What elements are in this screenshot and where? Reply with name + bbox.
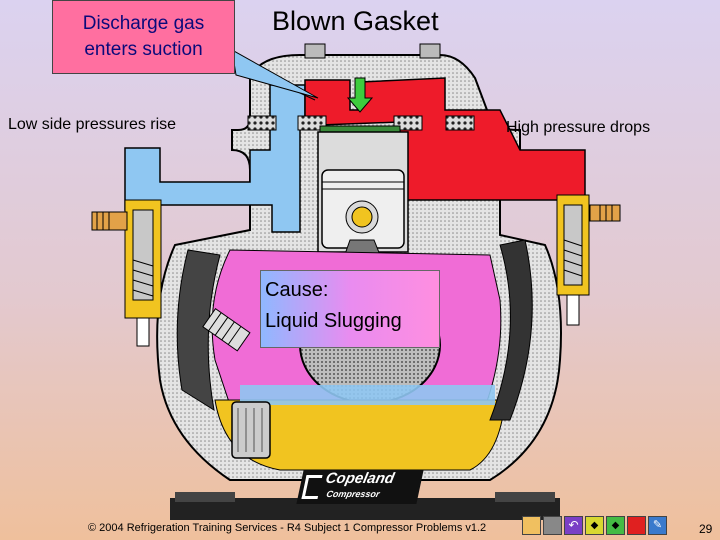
end-icon[interactable]: [627, 516, 646, 535]
exit-icon[interactable]: ✎: [648, 516, 667, 535]
gasket-arrow: [346, 77, 374, 113]
bolt: [419, 43, 441, 59]
home-icon[interactable]: [522, 516, 541, 535]
gasket-left: [247, 115, 277, 131]
callout-line-1: Discharge gas: [82, 13, 205, 34]
gasket-farright: [445, 115, 475, 131]
right-end-bell: [489, 239, 533, 421]
label-high-pressure: High pressure drops: [506, 119, 651, 136]
footer-text: © 2004 Refrigeration Training Services -…: [88, 522, 487, 534]
discharge-passage: [304, 77, 586, 201]
label-low-side: Low side pressures rise: [8, 116, 177, 133]
return-icon[interactable]: ↶: [564, 516, 583, 535]
valve-plate: [319, 125, 401, 133]
oil-sight-glass: [231, 401, 271, 459]
refrigerant-layer: [240, 385, 495, 405]
cause-box: Cause: Liquid Slugging: [260, 270, 440, 348]
discharge-callout: Discharge gas enters suction: [52, 0, 235, 74]
page-number: 29: [699, 522, 713, 536]
bolt: [304, 43, 326, 59]
nav-bar: ↶ ◆ ◆ ✎: [522, 516, 667, 535]
gasket-right: [393, 115, 423, 131]
cause-line-2: Liquid Slugging: [265, 310, 402, 332]
next-icon[interactable]: ◆: [606, 516, 625, 535]
base-mount: [170, 498, 560, 520]
page-title: Blown Gasket: [272, 6, 439, 36]
cause-line-1: Cause:: [265, 279, 329, 301]
callout-line-2: enters suction: [84, 39, 203, 60]
prev-icon[interactable]: ◆: [585, 516, 604, 535]
left-end-bell: [176, 249, 221, 412]
angled-fitting: [202, 308, 251, 352]
copeland-logo: Copeland Compressor: [296, 470, 424, 504]
right-fitting: [589, 204, 621, 222]
document-icon[interactable]: [543, 516, 562, 535]
gasket-mid: [297, 115, 327, 131]
